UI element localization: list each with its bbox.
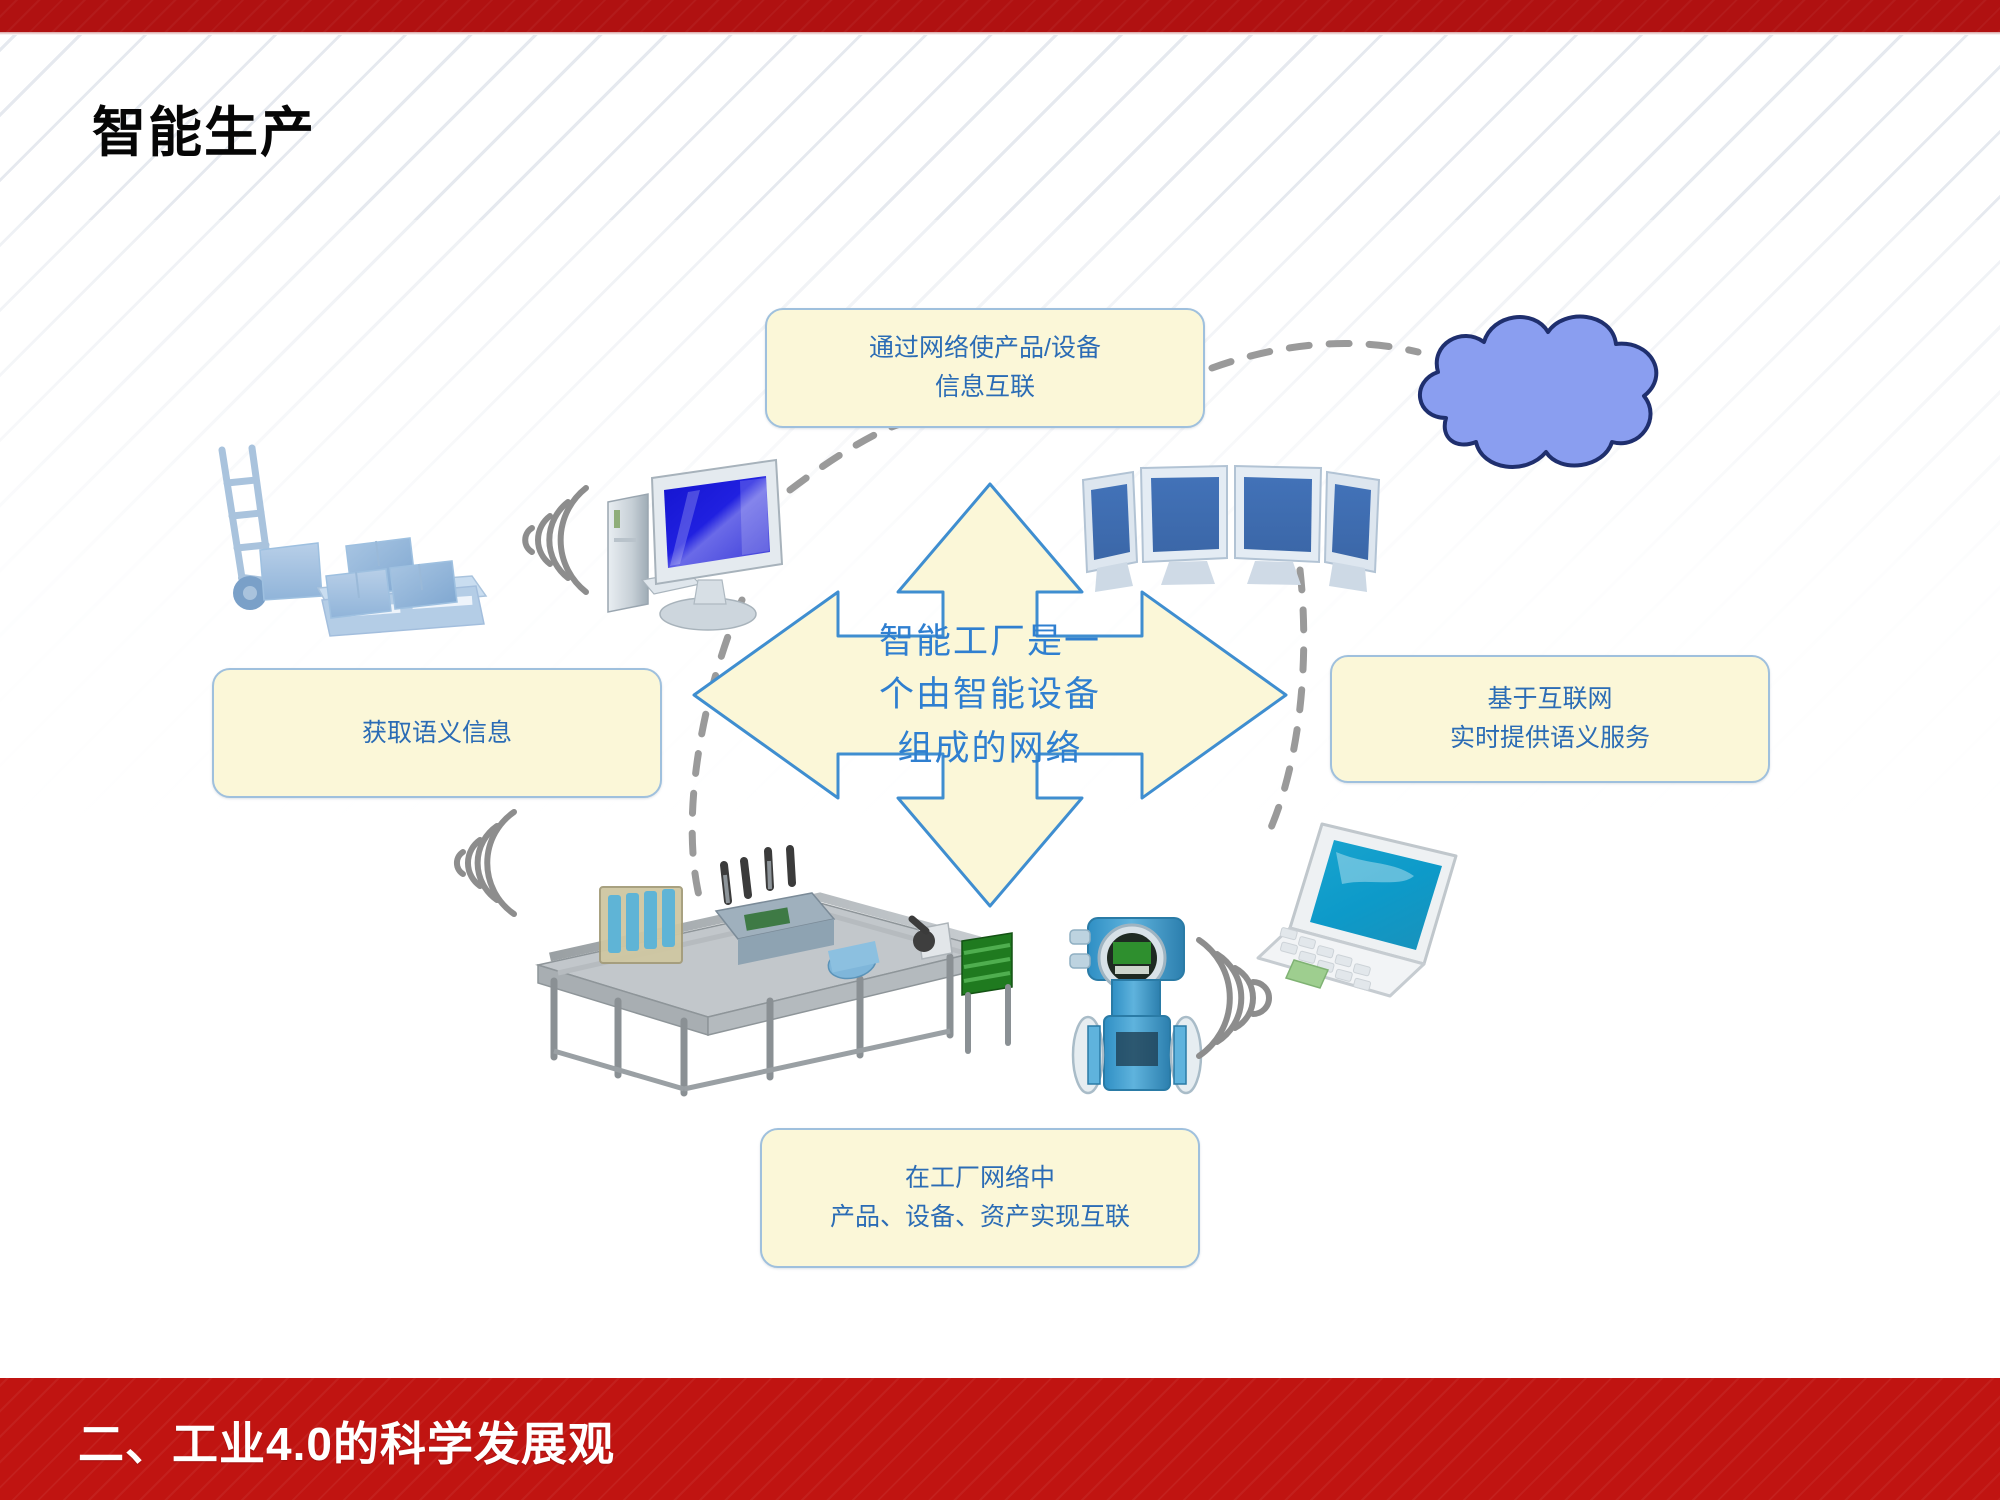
callout-bottom-line-1: 在工厂网络中 xyxy=(904,1164,1055,1193)
callout-box-bottom: 在工厂网络中 产品、设备、资产实现互联 xyxy=(760,1128,1200,1268)
top-red-bar xyxy=(0,0,2000,32)
top-bar-edge-highlight xyxy=(0,32,2000,35)
callout-top-line-1: 通过网络使产品/设备 xyxy=(869,334,1101,363)
callout-box-right: 基于互联网 实时提供语义服务 xyxy=(1330,655,1770,783)
callout-box-left: 获取语义信息 xyxy=(212,668,662,798)
network-cloud-illustration xyxy=(1400,300,1680,480)
wireless-waves-icon-line xyxy=(430,800,530,930)
footer-section-title: 二、工业4.0的科学发展观 xyxy=(78,1418,615,1470)
flow-meter-illustration xyxy=(1060,900,1250,1110)
desktop-computer-illustration xyxy=(590,452,790,642)
wireless-waves-icon-left xyxy=(498,470,598,610)
laptop-illustration xyxy=(1250,808,1500,1008)
callout-top-line-2: 信息互联 xyxy=(934,373,1035,401)
callout-left-line-1: 获取语义信息 xyxy=(361,718,512,747)
callout-right-line-1: 基于互联网 xyxy=(1487,685,1613,714)
center-four-way-arrow: 智能工厂是一 个由智能设备 组成的网络 xyxy=(690,480,1290,910)
monitor-array-illustration xyxy=(1075,450,1415,610)
callout-box-top: 通过网络使产品/设备 信息互联 xyxy=(765,308,1205,428)
callout-right-line-2: 实时提供语义服务 xyxy=(1449,724,1650,752)
page-title: 智能生产 xyxy=(92,103,316,163)
bottom-red-bar: 二、工业4.0的科学发展观 xyxy=(0,1378,2000,1500)
production-line-illustration xyxy=(520,845,1020,1105)
callout-bottom-line-2: 产品、设备、资产实现互联 xyxy=(829,1203,1130,1231)
wireless-waves-icon-meter xyxy=(1185,930,1295,1075)
connector-topbox-to-cloud xyxy=(1208,340,1422,372)
pallet-handtruck-illustration xyxy=(200,428,500,638)
